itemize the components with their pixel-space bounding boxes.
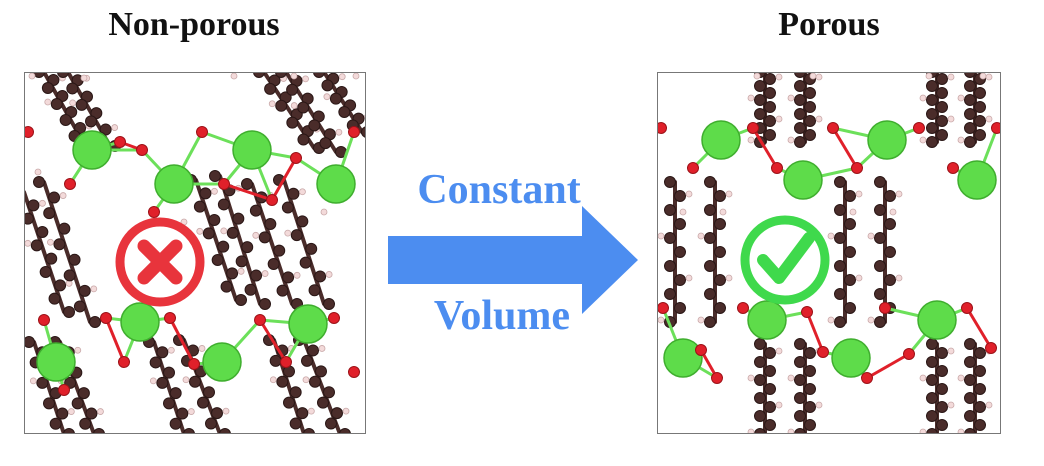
check-circle-icon: [740, 215, 830, 305]
atoms: [657, 72, 1001, 384]
constant-volume-transition: Constant Volume: [384, 160, 654, 350]
atoms: [24, 72, 360, 396]
non-porous-structure-panel: [24, 72, 366, 434]
right-panel-title: Porous: [778, 6, 880, 43]
porous-structure-drawing: [657, 72, 1001, 434]
transition-label-volume: Volume: [433, 293, 571, 339]
non-porous-structure-drawing: [24, 72, 366, 434]
transition-label-constant: Constant: [417, 167, 581, 213]
porous-structure-panel: [657, 72, 1001, 434]
x-circle-icon: [115, 217, 205, 307]
right-arrow-icon: [388, 206, 638, 314]
carbon-chains: [24, 72, 366, 434]
left-panel-title: Non-porous: [108, 6, 280, 43]
carbon-chains: [657, 72, 993, 434]
